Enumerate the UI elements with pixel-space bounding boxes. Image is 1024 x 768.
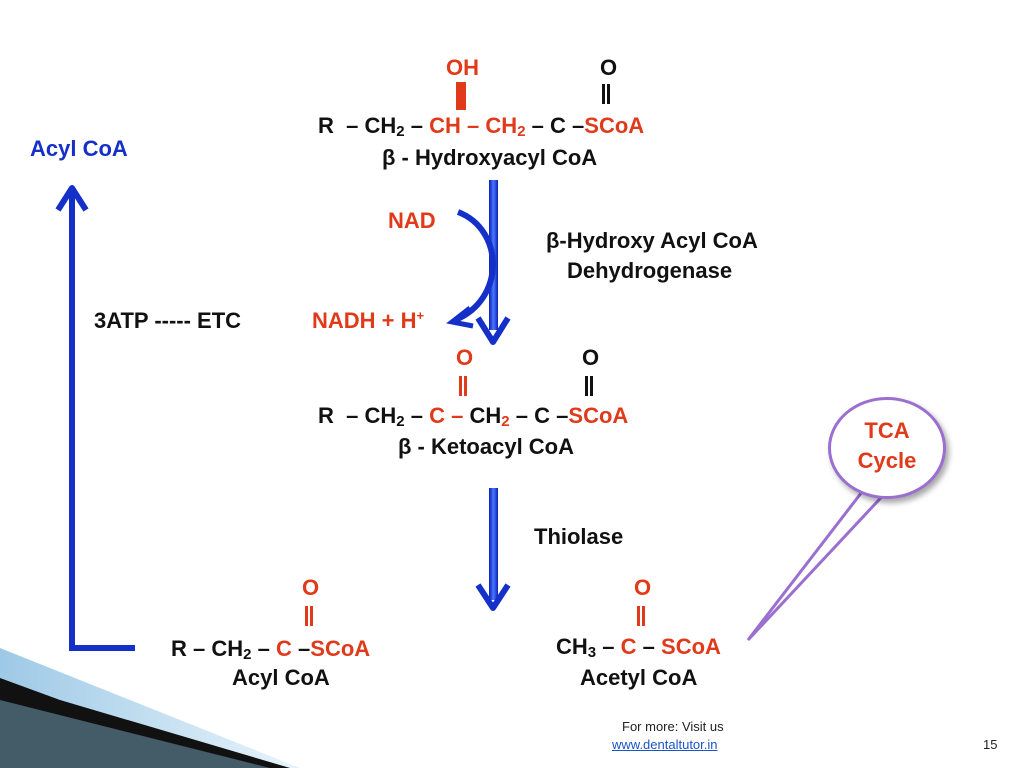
nad-curved-arrow: [453, 209, 496, 323]
acetyl-double-bond: [636, 606, 646, 632]
slide-page-number: 15: [983, 737, 998, 752]
return-arrow-line: [69, 190, 135, 651]
keto-o1: O: [456, 345, 474, 370]
acyl-coa-return-label: Acyl CoA: [30, 136, 128, 161]
return-arrow-head: [55, 185, 89, 212]
reaction-arrow-2-head: [475, 583, 511, 611]
acyl-double-bond: [304, 606, 314, 632]
r-group: R: [318, 113, 334, 138]
nad-curved-arrow-head: [446, 306, 474, 329]
hydroxy-carbonyl-double-bond: [601, 84, 611, 110]
reaction-arrow-1-head: [475, 316, 511, 345]
atp-etc-label: 3ATP ----- ETC: [94, 308, 242, 333]
keto-o2: O: [582, 345, 600, 370]
ketoacyl-formula: R – CH2 – C – CH2 – C –SCoA: [318, 403, 629, 430]
ketoacyl-coa-name: β - Ketoacyl CoA: [398, 434, 575, 459]
acyl-o: O: [302, 575, 320, 600]
decor-swoosh-shade: [0, 700, 270, 768]
hydroxyacyl-coa-name: β - Hydroxyacyl CoA: [382, 145, 598, 170]
thiolase-label: Thiolase: [534, 524, 624, 549]
acetyl-coa-formula: CH3 – C – SCoA: [556, 634, 721, 661]
hydroxyacyl-formula: R – CH2 – CH – CH2 – C –SCoA: [318, 113, 645, 140]
enzyme-name-line2: Dehydrogenase: [567, 258, 733, 283]
keto-double-bond-2: [584, 376, 594, 402]
footer-website-link[interactable]: www.dentaltutor.in: [612, 737, 718, 752]
nadh-label: NADH + H+: [312, 308, 425, 333]
enzyme-name-line1: β-Hydroxy Acyl CoA: [546, 228, 758, 253]
nad-label: NAD: [388, 208, 436, 233]
tca-line2: Cycle: [857, 448, 917, 473]
tca-cycle-callout: TCA Cycle: [828, 397, 946, 499]
reaction-arrow-2-shaft: [489, 488, 498, 600]
keto-double-bond-1: [458, 376, 468, 402]
acetyl-o: O: [634, 575, 652, 600]
hydroxy-single-bond: [456, 82, 466, 110]
footer-visit-text: For more: Visit us: [622, 719, 724, 734]
hydroxy-oh-label: OH: [446, 55, 479, 80]
tca-line1: TCA: [864, 418, 910, 443]
acetyl-coa-name: Acetyl CoA: [580, 665, 698, 690]
acyl-coa-formula: R – CH2 – C –SCoA: [171, 636, 371, 663]
tca-callout-tail: [746, 486, 892, 642]
hydroxy-carbonyl-o: O: [600, 55, 618, 80]
acyl-coa-name: Acyl CoA: [232, 665, 330, 690]
